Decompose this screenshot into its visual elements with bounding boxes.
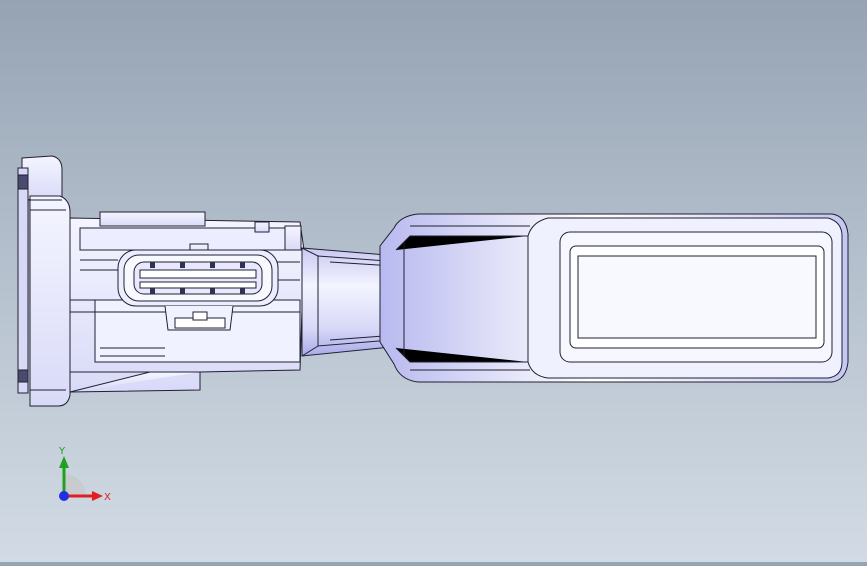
triad-plane-icon xyxy=(64,474,86,496)
x-axis-label: X xyxy=(104,492,111,503)
mounting-flange[interactable] xyxy=(17,155,71,407)
y-axis-label: Y xyxy=(58,446,66,457)
pedal-pad[interactable] xyxy=(379,213,849,383)
electrical-connector[interactable] xyxy=(117,249,279,331)
z-axis-icon xyxy=(59,491,69,501)
coordinate-triad: Y X xyxy=(40,436,120,516)
